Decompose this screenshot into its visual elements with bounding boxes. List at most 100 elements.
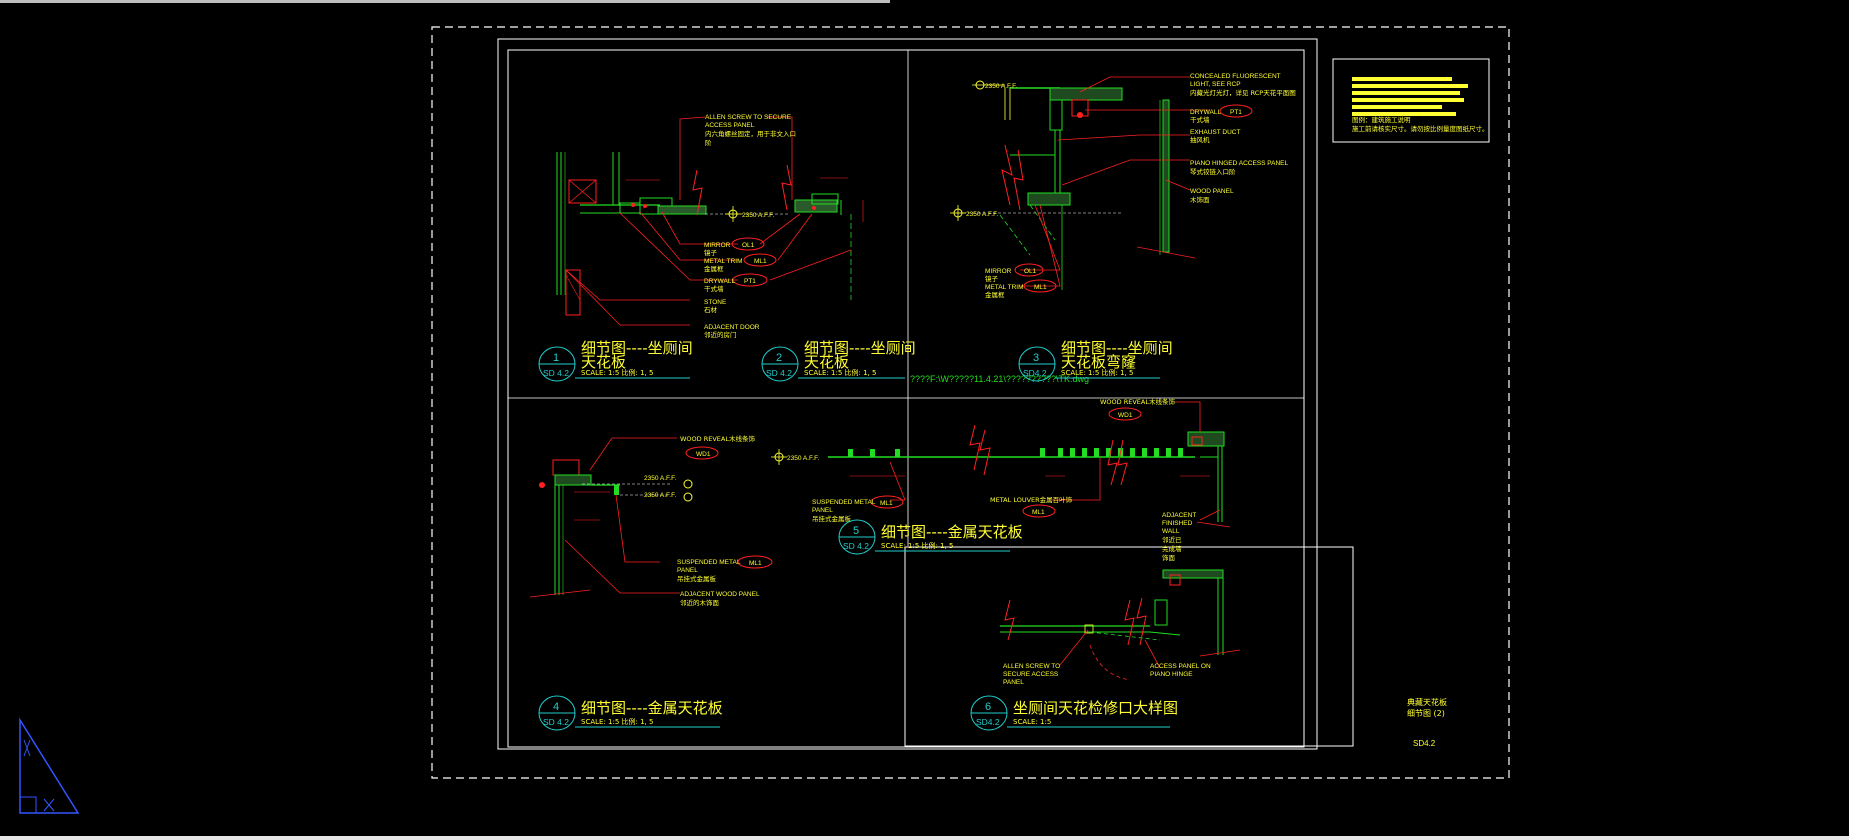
- svg-text:SCALE: 1:5: SCALE: 1:5: [1013, 718, 1051, 726]
- svg-text:ADJACENT WOOD PANEL: ADJACENT WOOD PANEL: [680, 591, 760, 598]
- svg-text:PIANO HINGED ACCESS PANEL: PIANO HINGED ACCESS PANEL: [1190, 160, 1289, 167]
- detail-marker-6: 6 SD4.2 坐厕间天花检修口大样图 SCALE: 1:5: [970, 695, 1178, 731]
- svg-text:干式墙: 干式墙: [704, 284, 724, 293]
- svg-text:ML1: ML1: [749, 560, 762, 567]
- detail-5-geometry: [771, 401, 1231, 528]
- detail-marker-2: 2 SD 4.2 细节图----坐厕间 天花板 SCALE: 1:5 比例: 1…: [761, 339, 916, 382]
- svg-text:抽风机: 抽风机: [1190, 135, 1210, 144]
- detail-marker-4: 4 SD 4.2 细节图----金属天花板 SCALE: 1:5 比例: 1, …: [538, 695, 723, 731]
- svg-text:PANEL: PANEL: [1003, 679, 1024, 686]
- svg-text:金属框: 金属框: [704, 264, 724, 273]
- svg-text:细节图----金属天花板: 细节图----金属天花板: [581, 699, 723, 717]
- svg-text:MIRROR: MIRROR: [704, 242, 731, 249]
- svg-text:天花板弯窿: 天花板弯窿: [1061, 353, 1136, 371]
- svg-text:SUSPENDED METAL: SUSPENDED METAL: [677, 559, 741, 566]
- svg-text:ML1: ML1: [754, 258, 767, 265]
- svg-text:SD 4.2: SD 4.2: [543, 368, 569, 378]
- svg-text:细节图----坐厕间: 细节图----坐厕间: [1061, 339, 1173, 357]
- detail-marker-5: 5 SD 4.2 细节图----金属天花板 SCALE: 1:5 比例: 1, …: [838, 519, 1023, 555]
- ucs-icon: [19, 717, 80, 814]
- svg-text:ACCESS PANEL ON: ACCESS PANEL ON: [1150, 663, 1211, 670]
- svg-text:PIANO HINGE: PIANO HINGE: [1150, 671, 1193, 678]
- svg-text:ML1: ML1: [1032, 509, 1045, 516]
- svg-text:LIGHT, SEE RCP: LIGHT, SEE RCP: [1190, 81, 1241, 88]
- svg-text:WOOD PANEL: WOOD PANEL: [1190, 188, 1234, 195]
- svg-text:SCALE: 1:5 比例: 1, 5: SCALE: 1:5 比例: 1, 5: [1061, 368, 1133, 377]
- canvas-top-scrollbar[interactable]: [0, 0, 890, 3]
- svg-text:2350 A.F.F.: 2350 A.F.F.: [644, 492, 676, 499]
- svg-text:细节图----坐厕间: 细节图----坐厕间: [804, 339, 916, 357]
- svg-text:天花板: 天花板: [804, 353, 849, 371]
- svg-text:天花板: 天花板: [581, 353, 626, 371]
- svg-text:石材: 石材: [704, 305, 718, 314]
- xref-path: ????F:\W?????11.4.21\??????????\TK.dwg: [910, 374, 1089, 384]
- svg-text:SD 4.2: SD 4.2: [843, 541, 869, 551]
- drawing-frame-inner: [507, 49, 1305, 748]
- svg-text:ADJACENT DOOR: ADJACENT DOOR: [704, 324, 760, 331]
- svg-text:2350 A.F.F.: 2350 A.F.F.: [985, 83, 1017, 90]
- svg-text:SCALE: 1:5 比例: 1, 5: SCALE: 1:5 比例: 1, 5: [581, 717, 653, 726]
- svg-text:邻近已: 邻近已: [1162, 535, 1182, 544]
- svg-text:2350 A.F.F.: 2350 A.F.F.: [787, 455, 819, 462]
- svg-text:SD 4.2: SD 4.2: [766, 368, 792, 378]
- svg-text:SD4.2: SD4.2: [976, 717, 1000, 727]
- svg-text:6: 6: [985, 701, 991, 713]
- svg-text:ML1: ML1: [880, 500, 893, 507]
- svg-text:PT1: PT1: [1230, 109, 1242, 116]
- notes-line-1: 图例：建筑施工说明: [1352, 115, 1411, 124]
- notes-yellow-lines: [1352, 77, 1468, 116]
- svg-text:METAL TRIM: METAL TRIM: [985, 284, 1024, 291]
- detail-3-geometry: [950, 76, 1253, 293]
- svg-text:4: 4: [553, 701, 559, 713]
- detail-4-geometry: [529, 437, 773, 598]
- svg-text:内藏光灯光灯，详见 RCP天花平面图: 内藏光灯光灯，详见 RCP天花平面图: [1190, 88, 1296, 97]
- sheet-number: SD4.2: [1413, 739, 1436, 748]
- detail-6-geometry: [1000, 569, 1241, 681]
- notes-line-2: 施工前请核实尺寸。请勿按比例量度图纸尺寸。: [1352, 124, 1489, 133]
- sheet-subtitle: 细节图 (2): [1407, 708, 1445, 718]
- svg-text:SUSPENDED METAL: SUSPENDED METAL: [812, 499, 876, 506]
- svg-text:2350 A.F.F.: 2350 A.F.F.: [644, 475, 676, 482]
- svg-text:镜子: 镜子: [704, 248, 718, 257]
- detail-6-labels: ALLEN SCREW TO SECURE ACCESS PANEL ACCES…: [1003, 663, 1211, 686]
- svg-text:镜子: 镜子: [985, 274, 999, 283]
- detail-6-viewport: [904, 546, 1354, 747]
- svg-text:2: 2: [776, 352, 782, 364]
- svg-text:WOOD REVEAL木线条饰: WOOD REVEAL木线条饰: [680, 434, 755, 443]
- svg-text:琴式铰链入口阶: 琴式铰链入口阶: [1190, 167, 1236, 176]
- svg-text:1: 1: [553, 352, 559, 364]
- svg-text:ADJACENT: ADJACENT: [1162, 512, 1196, 519]
- svg-text:2350 A.F.F.: 2350 A.F.F.: [966, 211, 998, 218]
- svg-text:WALL: WALL: [1162, 528, 1180, 535]
- svg-text:SD 4.2: SD 4.2: [543, 717, 569, 727]
- svg-text:CONCEALED FLUORESCENT: CONCEALED FLUORESCENT: [1190, 73, 1281, 80]
- svg-text:坐厕间天花检修口大样图: 坐厕间天花检修口大样图: [1013, 699, 1178, 717]
- svg-text:金属框: 金属框: [985, 290, 1005, 299]
- svg-text:邻近的房门: 邻近的房门: [704, 330, 737, 339]
- svg-text:木饰面: 木饰面: [1190, 195, 1210, 204]
- svg-text:MIRROR: MIRROR: [985, 268, 1012, 275]
- svg-text:SECURE ACCESS: SECURE ACCESS: [1003, 671, 1059, 678]
- svg-text:DRYWALL: DRYWALL: [704, 278, 735, 285]
- notes-box: [1332, 58, 1490, 143]
- svg-text:OL1: OL1: [742, 242, 755, 249]
- svg-text:ML1: ML1: [1034, 284, 1047, 291]
- svg-text:OL1: OL1: [1024, 268, 1037, 275]
- svg-text:SD4.2: SD4.2: [1023, 368, 1047, 378]
- svg-text:吊挂式金属板: 吊挂式金属板: [677, 574, 717, 583]
- detail-marker-1: 1 SD 4.2 细节图----坐厕间 天花板 SCALE: 1:5 比例: 1…: [538, 339, 693, 382]
- svg-text:WD1: WD1: [696, 451, 711, 458]
- detail-5-labels: WOOD REVEAL木线条饰 WD1 2350 A.F.F. SUSPENDE…: [787, 397, 1196, 562]
- paper-boundary: [431, 26, 1510, 779]
- svg-text:ALLEN SCREW TO: ALLEN SCREW TO: [1003, 663, 1060, 670]
- svg-text:PT1: PT1: [744, 278, 756, 285]
- svg-text:完成墙: 完成墙: [1162, 544, 1182, 553]
- svg-text:内六角螺丝固定，用于非文入口: 内六角螺丝固定，用于非文入口: [705, 129, 796, 138]
- svg-text:SCALE: 1:5 比例: 1, 5: SCALE: 1:5 比例: 1, 5: [581, 368, 653, 377]
- svg-text:WD1: WD1: [1118, 412, 1133, 419]
- svg-text:PANEL: PANEL: [677, 567, 698, 574]
- svg-text:5: 5: [853, 525, 859, 537]
- svg-text:细节图----金属天花板: 细节图----金属天花板: [881, 523, 1023, 541]
- drawing-frame-outer: [497, 38, 1318, 750]
